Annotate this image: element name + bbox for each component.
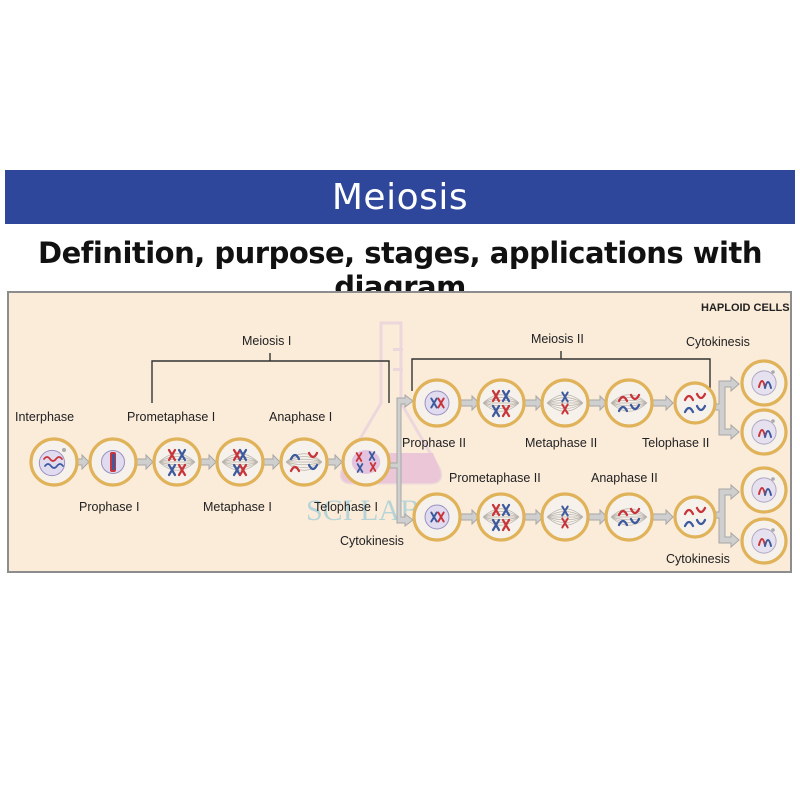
cell-anaphase-i xyxy=(279,437,329,487)
metaphase-i-label: Metaphase I xyxy=(203,500,272,514)
cell-bottom-telo2 xyxy=(673,495,717,539)
cell-top-prometa xyxy=(476,378,526,428)
haploid-cell-2 xyxy=(740,408,788,456)
arrow xyxy=(652,394,674,412)
arrow xyxy=(460,508,480,526)
cell-top-pro2 xyxy=(412,378,462,428)
prometaphase-i-label: Prometaphase I xyxy=(127,410,215,424)
telophase-ii-label: Telophase II xyxy=(642,436,709,450)
arrow xyxy=(263,453,281,471)
arrow xyxy=(588,508,608,526)
cells xyxy=(29,359,788,565)
telophase-i-label: Telophase I xyxy=(314,500,378,514)
cell-top-ana2 xyxy=(604,378,654,428)
meiosis-diagram-panel: SCI LAB HAPLOID CELLS Meiosis I Meiosis … xyxy=(7,291,792,573)
cell-telophase-i xyxy=(341,437,391,487)
cell-prophase-i xyxy=(88,437,138,487)
anaphase-i-label: Anaphase I xyxy=(269,410,332,424)
anaphase-ii-label: Anaphase II xyxy=(591,471,658,485)
arrow xyxy=(200,453,217,471)
arrow xyxy=(136,453,154,471)
cytokinesis-top-label: Cytokinesis xyxy=(686,335,750,349)
page-title: Meiosis xyxy=(331,176,469,218)
cell-top-meta2 xyxy=(540,378,590,428)
arrow xyxy=(652,508,674,526)
title-banner: Meiosis xyxy=(5,170,795,224)
cell-bottom-prometa xyxy=(476,492,526,542)
haploid-cells-label: HAPLOID CELLS xyxy=(701,302,790,314)
cell-top-telo2 xyxy=(673,381,717,425)
arrow xyxy=(524,394,544,412)
split-arrows xyxy=(389,375,740,549)
cell-prometaphase-i xyxy=(152,437,202,487)
cell-bottom-ana2 xyxy=(604,492,654,542)
haploid-cell-4 xyxy=(740,517,788,565)
haploid-cell-3 xyxy=(740,466,788,514)
cell-bottom-pro2 xyxy=(412,492,462,542)
meiosis-diagram: SCI LAB HAPLOID CELLS Meiosis I Meiosis … xyxy=(15,302,790,566)
meiosis-i-label: Meiosis I xyxy=(242,334,291,348)
page-subtitle: Definition, purpose, stages, application… xyxy=(38,236,763,304)
meiosis-ii-label: Meiosis II xyxy=(531,332,584,346)
prophase-i-label: Prophase I xyxy=(79,500,139,514)
cell-metaphase-i xyxy=(215,437,265,487)
prophase-ii-label: Prophase II xyxy=(402,436,466,450)
cell-bottom-meta2 xyxy=(540,492,590,542)
cell-interphase xyxy=(29,437,79,487)
cytokinesis-bottom-label: Cytokinesis xyxy=(666,552,730,566)
interphase-label: Interphase xyxy=(15,410,74,424)
metaphase-ii-label: Metaphase II xyxy=(525,436,597,450)
stage-arrows xyxy=(77,394,674,526)
arrow xyxy=(327,453,343,471)
brackets xyxy=(151,351,711,403)
arrow xyxy=(77,453,90,471)
haploid-cell-1 xyxy=(740,359,788,407)
arrow xyxy=(460,394,480,412)
arrow xyxy=(524,508,544,526)
arrow xyxy=(588,394,608,412)
prometaphase-ii-label: Prometaphase II xyxy=(449,471,541,485)
cytokinesis-left-label: Cytokinesis xyxy=(340,534,404,548)
